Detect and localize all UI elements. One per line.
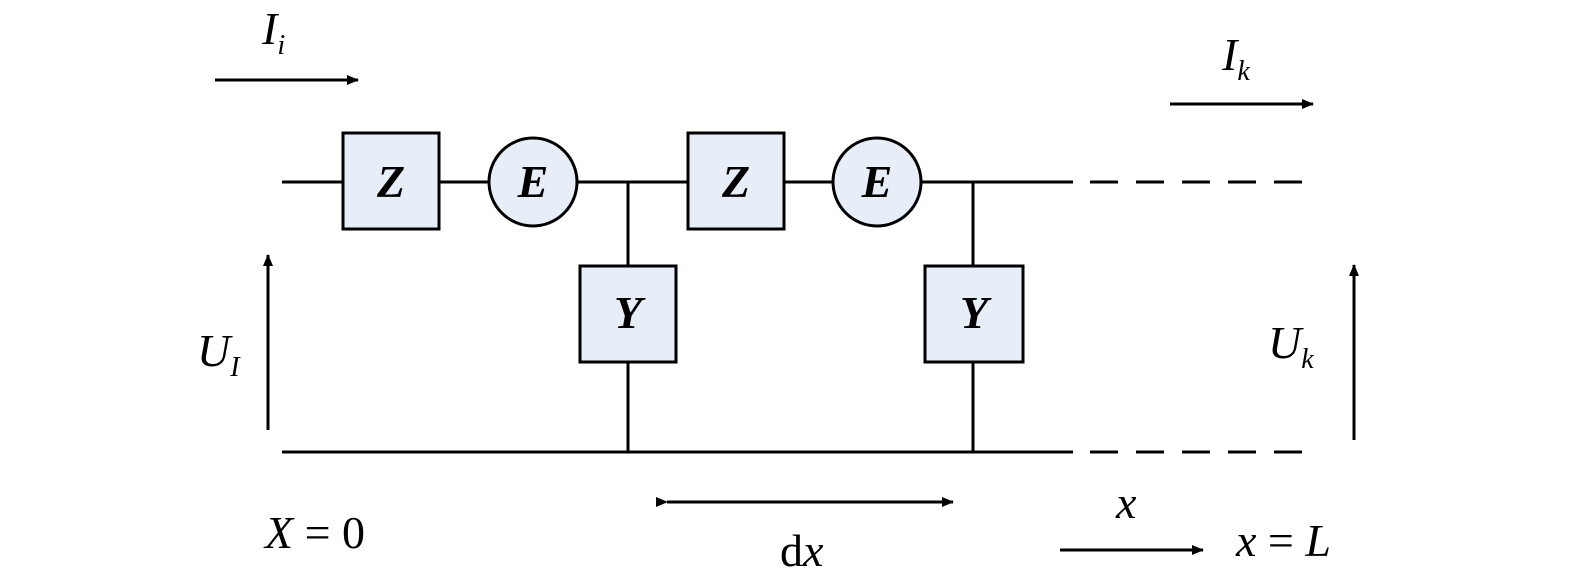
voltage-in-label: UI [197, 325, 241, 383]
dx-label: dx [780, 525, 824, 576]
current-in-label: Ii [261, 3, 285, 61]
current-out-label: Ik [1221, 29, 1250, 87]
start-position-label: X = 0 [263, 507, 365, 558]
admittance-label-1: Y [614, 287, 646, 338]
emf-element-2: E [831, 136, 923, 228]
end-position-label: x = L [1235, 515, 1331, 566]
voltage-out-label: Uk [1268, 317, 1314, 375]
impedance-label-1: Z [376, 156, 405, 207]
admittance-element-2: Y [923, 264, 1025, 364]
admittance-label-2: Y [960, 287, 992, 338]
emf-label-1: E [517, 156, 549, 207]
emf-label-2: E [861, 156, 893, 207]
impedance-element-1: Z [341, 131, 441, 231]
x-axis-label: x [1115, 477, 1137, 528]
emf-element-1: E [487, 136, 579, 228]
impedance-element-2: Z [686, 131, 786, 231]
admittance-element-1: Y [578, 264, 678, 364]
impedance-label-2: Z [721, 156, 750, 207]
